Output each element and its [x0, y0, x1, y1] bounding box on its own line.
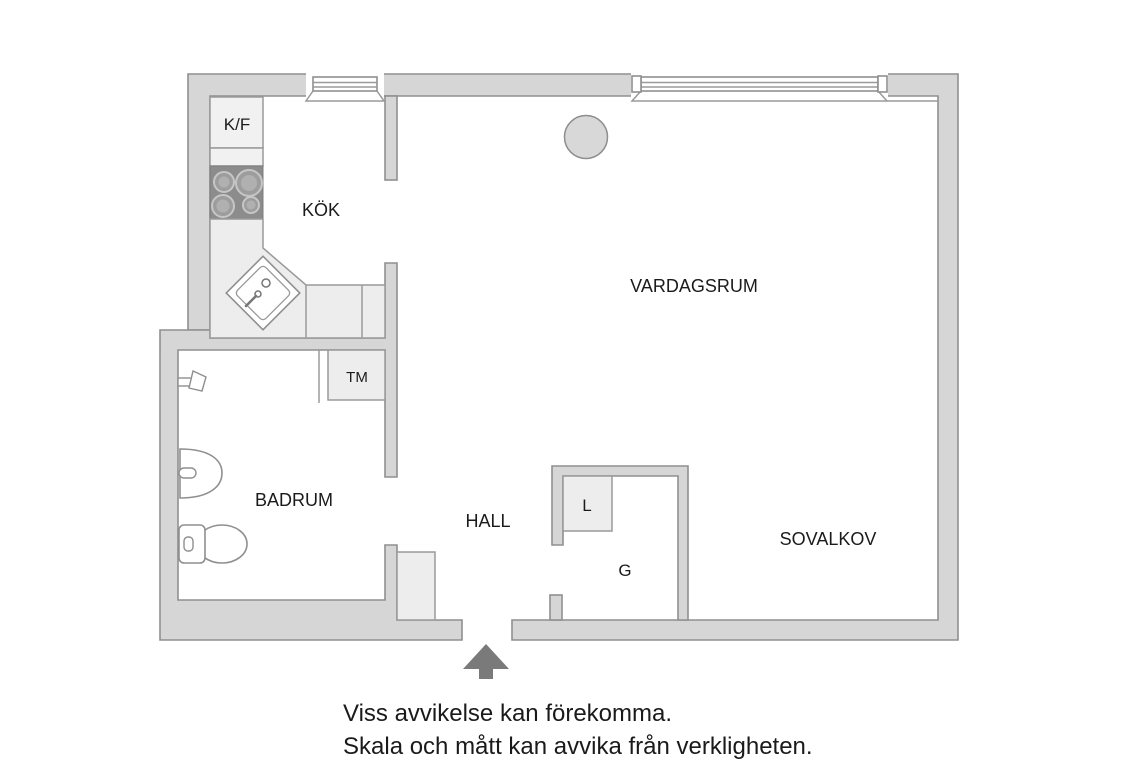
- kitchen-counter: [209, 218, 386, 339]
- wall-bathroom-surround: [159, 262, 463, 641]
- room-label-living-room: VARDAGSRUM: [630, 276, 758, 296]
- disclaimer-line-2: Skala och mått kan avvika från verklighe…: [343, 733, 813, 760]
- label-fridge-freezer: K/F: [224, 115, 250, 134]
- stove-icon: [209, 165, 264, 220]
- bathroom-door-leaf: [396, 551, 436, 621]
- kitchen-sink-icon: [225, 255, 301, 331]
- room-label-hall: HALL: [465, 511, 510, 531]
- fridge-freezer-unit: [209, 96, 264, 149]
- label-washing-machine: TM: [346, 369, 368, 386]
- washing-machine-icon: [327, 349, 386, 401]
- entrance-arrow-icon: [463, 644, 509, 679]
- livingroom-window-icon: [630, 73, 938, 102]
- label-linen-closet: L: [582, 496, 591, 515]
- room-label-sleeping-alcove: SOVALKOV: [780, 529, 877, 549]
- linen-closet-box: [562, 475, 613, 532]
- disclaimer-line-1: Viss avvikelse kan förekomma.: [343, 700, 672, 727]
- pillar: [563, 114, 609, 160]
- kitchen-cabinet: [209, 147, 264, 167]
- sink-faucet-icon: [261, 278, 271, 288]
- shower-icon: [177, 370, 207, 392]
- wall-outer-ring: [187, 73, 959, 641]
- exterior-walls: [159, 73, 959, 641]
- bathroom-sink-icon: [178, 448, 223, 499]
- wall-wardrobe-door-stub: [549, 594, 563, 621]
- kitchen-window-icon: [304, 73, 386, 102]
- bathroom-fixtures: [177, 349, 386, 564]
- toilet-icon: [178, 524, 248, 564]
- wall-wardrobe: [551, 465, 689, 621]
- label-wardrobe: G: [618, 561, 631, 580]
- wall-kitchen-partition: [384, 95, 398, 181]
- room-label-bathroom: BADRUM: [255, 490, 333, 510]
- room-label-kitchen: KÖK: [302, 200, 340, 220]
- closet-walls: [549, 465, 689, 621]
- kitchen-fixtures: [209, 96, 386, 339]
